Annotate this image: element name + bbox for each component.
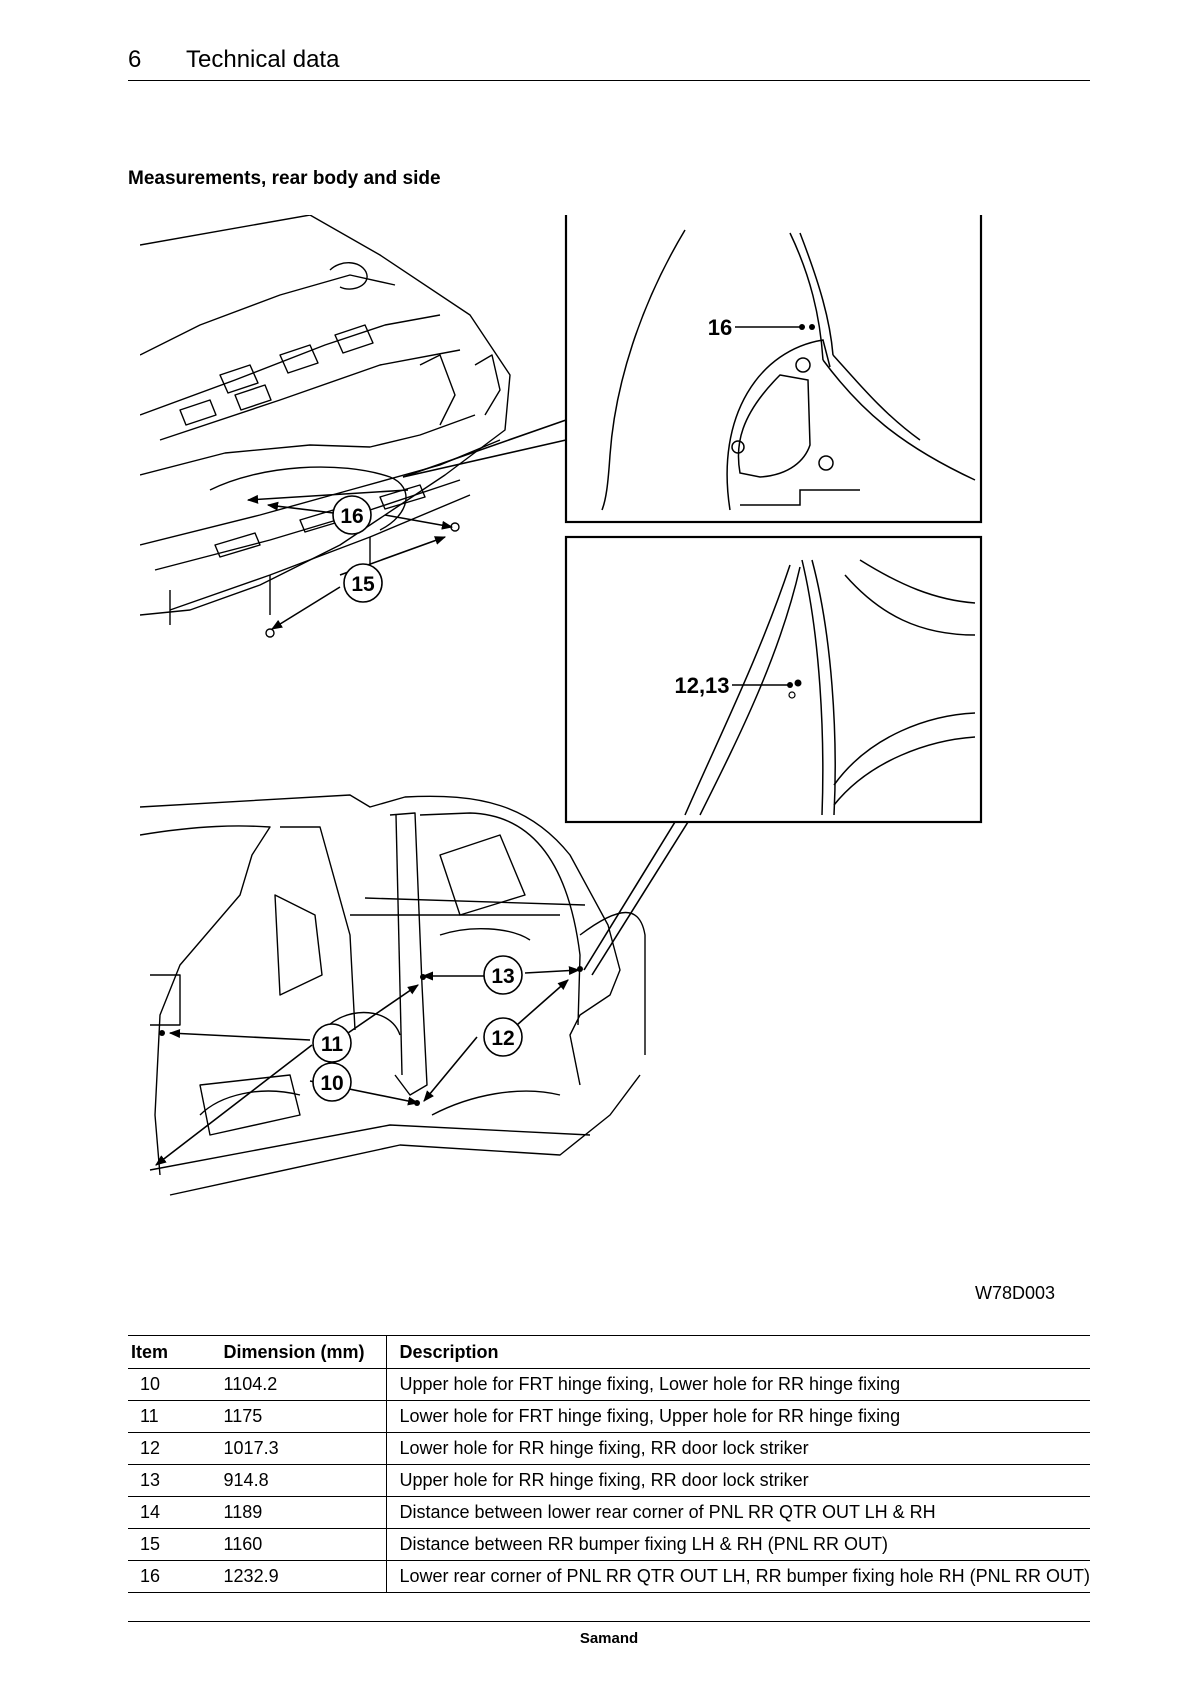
page-header: 6 Technical data: [128, 42, 1090, 81]
detail-leader-lines: [583, 821, 689, 976]
page-footer: Samand: [128, 1621, 1090, 1647]
cell-item: 12: [128, 1432, 219, 1465]
body-measurement-figure: 16 15 16: [140, 215, 1075, 1315]
cell-description: Lower hole for FRT hinge fixing, Upper h…: [386, 1400, 1090, 1433]
callout-circle-12: [483, 1017, 523, 1057]
table-row: 15 1160 Distance between RR bumper fixin…: [128, 1528, 1090, 1561]
cell-description: Upper hole for RR hinge fixing, RR door …: [386, 1464, 1090, 1497]
rear-dimension-arrows: [246, 419, 567, 630]
callout-12: 12: [491, 1027, 514, 1050]
callout-circle-13: [483, 955, 523, 995]
callout-16: 16: [340, 505, 363, 528]
callout-circle-10: [312, 1062, 352, 1102]
cell-item: 15: [128, 1528, 219, 1561]
figure-code: W78D003: [975, 1283, 1056, 1303]
chapter-title: Technical data: [186, 46, 340, 73]
cell-dimension: 1104.2: [218, 1368, 387, 1401]
measurements-table: Item Dimension (mm) Description 10 1104.…: [128, 1335, 1090, 1593]
cell-item: 10: [128, 1368, 219, 1401]
callout-circle-11: [312, 1023, 352, 1063]
side-body-illustration: [140, 794, 646, 1196]
detail-box-12-13: [564, 535, 983, 824]
detail-box-16: [564, 215, 983, 524]
header-description: Description: [386, 1335, 1090, 1369]
figure-drawing: 16 15 16: [140, 215, 983, 1196]
cell-dimension: 1175: [218, 1400, 387, 1433]
table-row: 13 914.8 Upper hole for RR hinge fixing,…: [128, 1464, 1090, 1497]
cell-dimension: 914.8: [218, 1464, 387, 1497]
cell-item: 11: [128, 1400, 219, 1433]
cell-dimension: 1189: [218, 1496, 387, 1529]
detail-callout-12-13: 12,13: [674, 673, 729, 698]
table-row: 11 1175 Lower hole for FRT hinge fixing,…: [128, 1400, 1090, 1433]
section-title: Measurements, rear body and side: [128, 168, 441, 189]
cell-description: Lower rear corner of PNL RR QTR OUT LH, …: [386, 1560, 1090, 1593]
cell-description: Distance between lower rear corner of PN…: [386, 1496, 1090, 1529]
rear-body-illustration: [140, 215, 511, 638]
footer-brand: Samand: [579, 1630, 639, 1647]
callout-15: 15: [351, 573, 375, 596]
cell-description: Upper hole for FRT hinge fixing, Lower h…: [386, 1368, 1090, 1401]
cell-item: 13: [128, 1464, 219, 1497]
side-dimension-arrows: [155, 966, 581, 1166]
cell-description: Distance between RR bumper fixing LH & R…: [386, 1528, 1090, 1561]
cell-dimension: 1232.9: [218, 1560, 387, 1593]
table-row: 16 1232.9 Lower rear corner of PNL RR QT…: [128, 1560, 1090, 1593]
callout-11: 11: [321, 1033, 344, 1056]
callout-circle-16: [332, 495, 372, 535]
page-number: 6: [128, 46, 142, 73]
callout-circle-15: [343, 563, 383, 603]
callout-10: 10: [320, 1072, 343, 1095]
table-header-row: Item Dimension (mm) Description: [128, 1335, 1090, 1369]
cell-dimension: 1160: [218, 1528, 387, 1561]
table-row: 12 1017.3 Lower hole for RR hinge fixing…: [128, 1432, 1090, 1465]
header-dimension: Dimension (mm): [218, 1335, 387, 1369]
table-row: 10 1104.2 Upper hole for FRT hinge fixin…: [128, 1368, 1090, 1401]
cell-item: 14: [128, 1496, 219, 1529]
callout-13: 13: [491, 965, 514, 988]
detail-callout-16: 16: [708, 315, 732, 340]
cell-dimension: 1017.3: [218, 1432, 387, 1465]
cell-description: Lower hole for RR hinge fixing, RR door …: [386, 1432, 1090, 1465]
cell-item: 16: [128, 1560, 219, 1593]
header-item: Item: [128, 1335, 219, 1369]
table-row: 14 1189 Distance between lower rear corn…: [128, 1496, 1090, 1529]
